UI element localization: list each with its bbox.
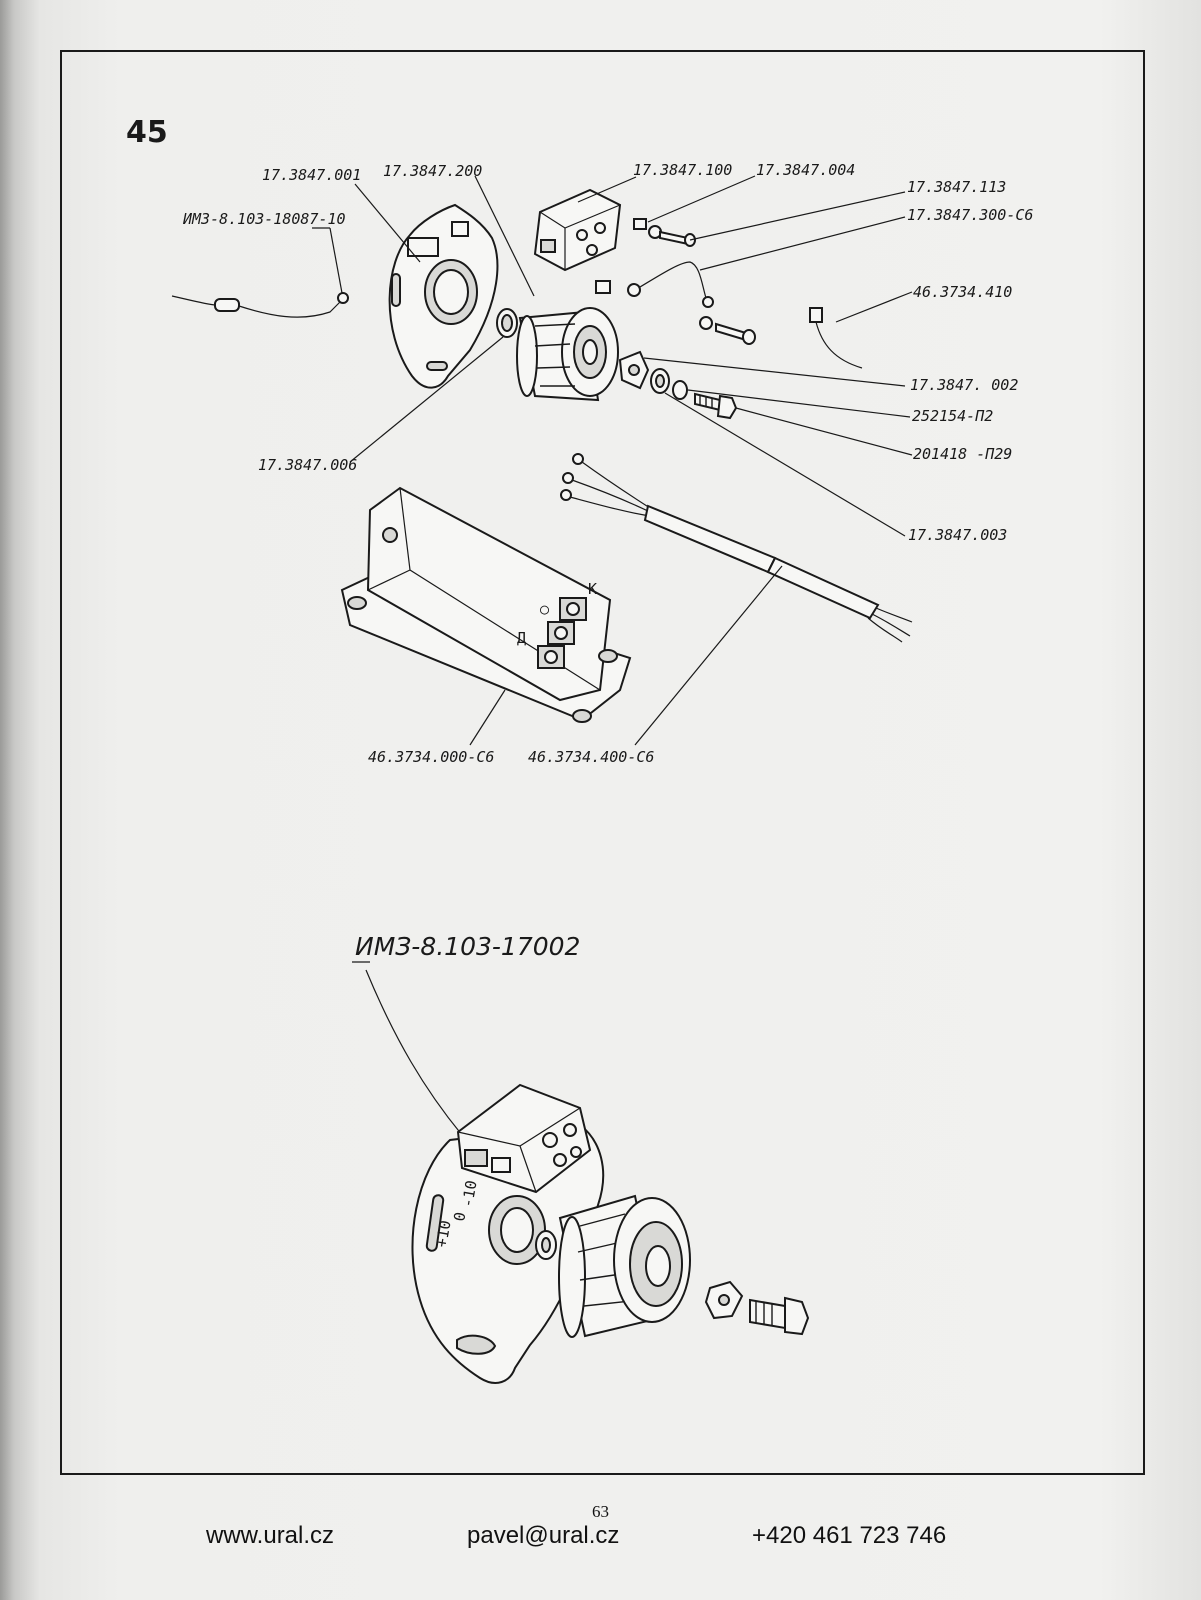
screw-004: [633, 218, 696, 247]
label-400: 46.3734.400-С6: [528, 748, 654, 766]
leader-lines-top: [312, 175, 913, 746]
dial-minus-10: -10: [458, 1179, 480, 1209]
label-imz-17002: ИМЗ-8.103-17002: [355, 932, 580, 961]
switch-block-100: [533, 188, 622, 272]
svg-text:Д: Д: [517, 629, 526, 647]
dial-zero: 0: [450, 1211, 469, 1223]
label-004: 17.3847.004: [756, 161, 855, 179]
label-300: 17.3847.300-С6: [907, 206, 1033, 224]
rotor-200: [516, 307, 619, 402]
nut: [595, 280, 611, 294]
label-001: 17.3847.001: [262, 166, 361, 184]
label-201418: 201418 -П29: [913, 445, 1012, 463]
footer-website: www.ural.cz: [206, 1522, 335, 1549]
label-200: 17.3847.200: [383, 162, 482, 180]
figure-number: 45: [126, 115, 168, 150]
footer: www.ural.cz pavel@ural.cz +420 461 723 7…: [0, 1522, 1201, 1556]
bolt-201418: [694, 392, 738, 420]
svg-text:○: ○: [540, 600, 549, 618]
cable-harness-400: [560, 453, 913, 643]
base-plate-001: [388, 203, 499, 389]
leader-line-bottom: [365, 969, 463, 1136]
cam-washer-002: [618, 350, 650, 390]
label-252154: 252154-П2: [912, 407, 993, 425]
screw-113: [699, 316, 756, 345]
label-100: 17.3847.100: [633, 161, 732, 179]
label-113: 17.3847.113: [907, 178, 1006, 196]
wire-410: [809, 307, 863, 369]
figure-frame: [60, 50, 1145, 1475]
control-unit-000: ○ Д К: [340, 486, 632, 723]
footer-phone: +420 461 723 746: [752, 1522, 947, 1549]
label-410: 46.3734.410: [913, 283, 1012, 301]
page-number: 63: [592, 1502, 609, 1521]
label-000: 46.3734.000-С6: [368, 748, 494, 766]
label-006: 17.3847.006: [258, 456, 357, 474]
wire-300: [627, 261, 714, 308]
label-002: 17.3847. 002: [910, 376, 1018, 394]
svg-text:К: К: [588, 580, 597, 598]
label-003: 17.3847.003: [908, 526, 1007, 544]
footer-email: pavel@ural.cz: [467, 1522, 620, 1549]
dial-plus-10: +10: [432, 1219, 454, 1249]
spring-washer-252154: [672, 380, 688, 400]
wire-18087: [171, 292, 349, 318]
ignition-assembly-17002: +10 0 -10: [411, 1083, 810, 1384]
washer-003: [650, 368, 670, 394]
washer-006: [496, 308, 518, 338]
label-imz-18087: ИМЗ-8.103-18087-10: [182, 210, 346, 228]
